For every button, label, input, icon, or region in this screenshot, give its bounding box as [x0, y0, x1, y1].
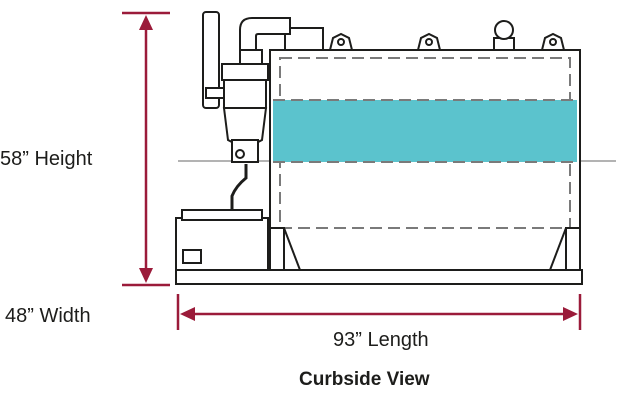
length-label: 93” Length	[333, 329, 429, 351]
base-skid	[175, 269, 583, 285]
filter-canister-icon	[205, 63, 269, 163]
length-dimension	[176, 294, 582, 330]
battery-box-icon	[175, 209, 269, 271]
width-label: 48” Width	[5, 305, 91, 327]
height-dimension	[122, 11, 170, 287]
lifting-lug-icon	[328, 32, 566, 51]
fluid-level-band	[273, 100, 577, 162]
fill-cap-icon	[493, 20, 515, 51]
return-hose	[230, 164, 248, 210]
exhaust-pipe-icon	[202, 11, 291, 109]
height-label: 58” Height	[0, 148, 93, 170]
view-caption: Curbside View	[299, 369, 430, 390]
skid-supports	[269, 227, 581, 271]
top-box	[284, 27, 324, 51]
